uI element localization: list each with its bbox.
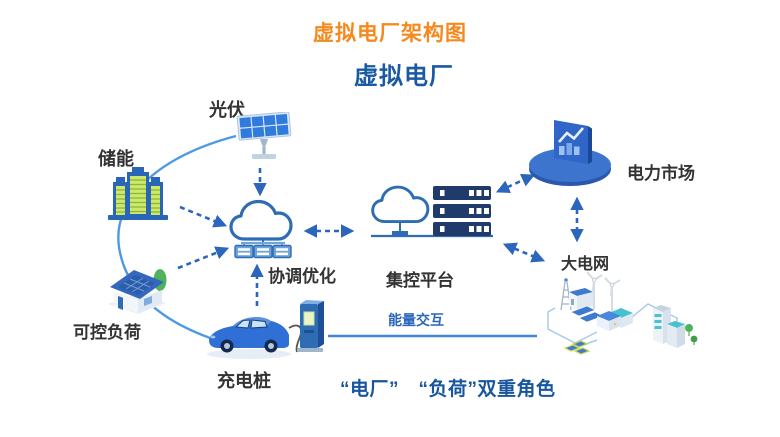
- solar-panel-icon: [236, 112, 292, 159]
- dual-role-label: “电厂” “负荷”双重角色: [340, 379, 556, 400]
- controllable-load-label: 可控负荷: [73, 323, 141, 342]
- ev-charging-icon: [207, 300, 324, 359]
- edge-platform-grid: [502, 242, 546, 263]
- grid-scene-icon: [547, 271, 698, 355]
- main-grid-label: 大电网: [561, 256, 610, 273]
- battery-storage-icon: [108, 167, 168, 220]
- pv-label: 光伏: [209, 100, 245, 120]
- market-chart-disc-icon: [529, 120, 611, 186]
- coordination-label: 协调优化: [268, 267, 336, 286]
- page-title: 虚拟电厂架构图: [313, 22, 467, 45]
- edge-load-coordination: [177, 246, 230, 270]
- storage-label: 储能: [98, 149, 134, 169]
- edge-storage-coordination: [179, 205, 228, 228]
- cloud-servers-icon: [229, 199, 293, 259]
- house-solar-icon: [108, 269, 167, 314]
- cloud-rack-icon: [371, 185, 493, 238]
- energy-exchange-label: 能量交互: [388, 312, 444, 328]
- energy-flow-arc: [117, 134, 237, 340]
- diagram-heading: 虚拟电厂: [354, 63, 454, 90]
- control-platform-label: 集控平台: [386, 271, 454, 290]
- charging-pile-label: 充电桩: [217, 371, 271, 391]
- edge-platform-market: [495, 174, 536, 193]
- power-market-label: 电力市场: [627, 164, 695, 183]
